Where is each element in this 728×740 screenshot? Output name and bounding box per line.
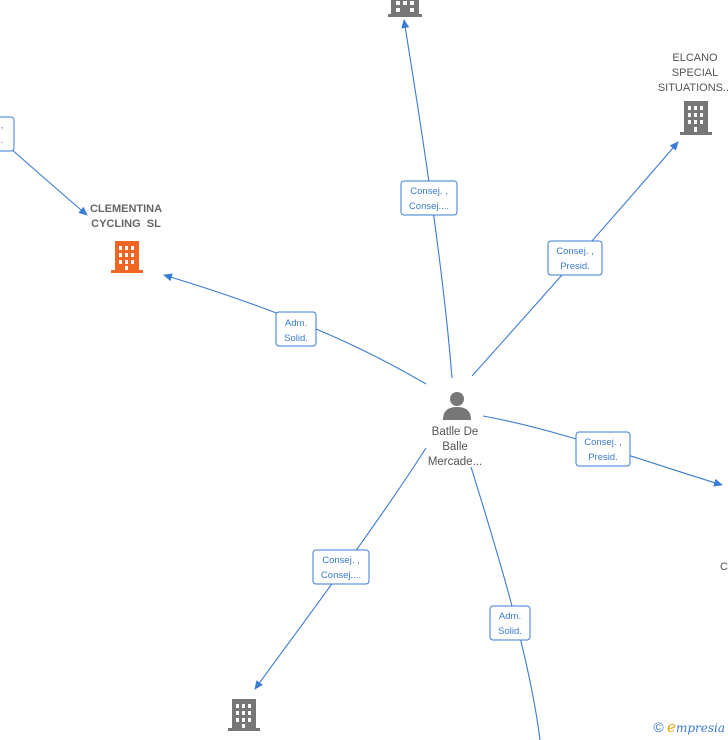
edge-label-to-right: Consej. , Presid. bbox=[575, 431, 631, 467]
building-icon-bottom[interactable] bbox=[228, 699, 260, 731]
node-label-right-partial[interactable]: C bbox=[720, 561, 728, 573]
edge-label-to-bottom-left: Consej. , Consej.... bbox=[312, 549, 370, 585]
edge-label-to-bottom: Adm. Solid. bbox=[489, 605, 531, 641]
node-label-center-person[interactable]: Batlle De Balle Mercade... bbox=[427, 426, 483, 468]
svg-text:Consej. ,: Consej. , bbox=[322, 555, 360, 566]
svg-text:Consej. ,: Consej. , bbox=[556, 246, 594, 257]
edge-to-bottom bbox=[470, 466, 541, 740]
svg-text:Consej. ,: Consej. , bbox=[410, 186, 448, 197]
node-label-elcano[interactable]: ELCANO SPECIAL SITUATIONS... bbox=[657, 52, 728, 94]
empresia-logo: © empresia bbox=[653, 718, 725, 736]
person-icon[interactable] bbox=[443, 392, 471, 420]
svg-text:Presid.: Presid. bbox=[588, 452, 618, 463]
building-icon-clementina[interactable] bbox=[111, 241, 143, 273]
svg-text:Adm.: Adm. bbox=[499, 611, 521, 622]
edge-label-left-partial: , . bbox=[0, 116, 15, 152]
svg-text:Consej....: Consej.... bbox=[409, 201, 449, 212]
building-icon-elcano[interactable] bbox=[680, 101, 712, 135]
node-label-clementina[interactable]: CLEMENTINA CYCLING SL bbox=[89, 203, 163, 230]
svg-text:Solid.: Solid. bbox=[498, 626, 522, 637]
svg-text:Consej. ,: Consej. , bbox=[584, 437, 622, 448]
svg-text:.: . bbox=[1, 135, 4, 146]
svg-text:Consej....: Consej.... bbox=[321, 570, 361, 581]
svg-text:Presid.: Presid. bbox=[560, 261, 590, 272]
svg-text:,: , bbox=[1, 120, 4, 131]
edge-label-to-top: Consej. , Consej.... bbox=[400, 180, 458, 216]
edge-label-to-elcano: Consej. , Presid. bbox=[547, 240, 603, 276]
building-icon-top[interactable] bbox=[388, 0, 422, 17]
svg-text:Adm.: Adm. bbox=[285, 318, 307, 329]
edge-to-top bbox=[401, 19, 453, 379]
svg-text:Solid.: Solid. bbox=[284, 333, 308, 344]
edge-label-to-clementina: Adm. Solid. bbox=[275, 311, 317, 347]
edge-left-partial bbox=[9, 147, 88, 216]
